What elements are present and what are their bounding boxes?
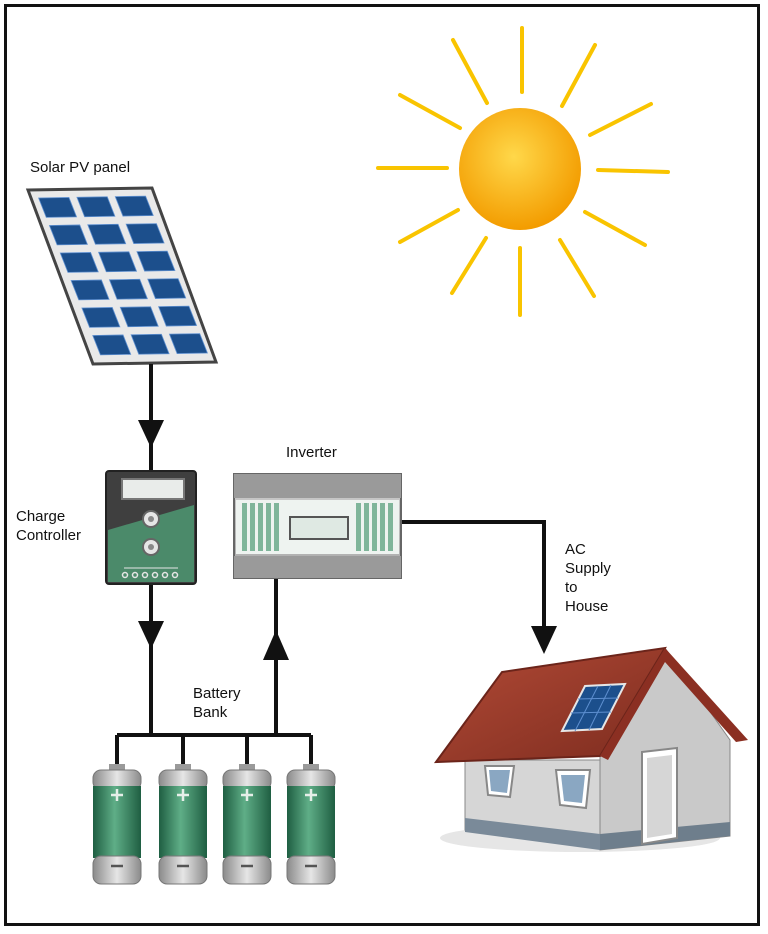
inverter-stripe xyxy=(242,503,247,551)
solar-cell xyxy=(158,305,198,327)
battery-icon xyxy=(286,764,336,885)
inverter-label: Inverter xyxy=(286,444,337,461)
battery-icon xyxy=(222,764,272,885)
inverter-stripe xyxy=(266,503,271,551)
inverter-icon xyxy=(233,473,402,579)
inverter-stripe xyxy=(250,503,255,551)
solar-cell xyxy=(98,251,138,273)
solar-cell xyxy=(136,250,176,272)
inverter-stripe xyxy=(356,503,361,551)
solar-cell xyxy=(168,333,208,354)
solar-cell xyxy=(81,307,121,328)
solar-panel-icon xyxy=(25,186,219,366)
inverter-stripe xyxy=(274,503,279,551)
battery-icon xyxy=(158,764,208,885)
inverter-stripe xyxy=(388,503,393,551)
solar-cell xyxy=(38,197,78,218)
solar-cell xyxy=(125,223,165,244)
inverter-stripe xyxy=(258,503,263,551)
battery-bank-label: Battery Bank xyxy=(193,685,241,721)
solar-cell xyxy=(147,278,187,299)
solar-panel-label: Solar PV panel xyxy=(30,159,131,176)
solar-cell xyxy=(70,279,110,301)
solar-cell xyxy=(92,334,132,356)
battery-icon xyxy=(92,764,142,885)
house-icon xyxy=(433,646,748,852)
charge-controller-icon xyxy=(105,470,197,585)
solar-cell xyxy=(76,196,116,218)
charge-controller-label: Charge Controller xyxy=(16,508,82,544)
solar-cell xyxy=(108,278,148,300)
battery-bank xyxy=(92,764,336,885)
solar-cell xyxy=(87,223,127,245)
ac-supply-label: AC Supply to House xyxy=(565,541,611,615)
solar-cell xyxy=(130,333,170,355)
solar-cell xyxy=(48,224,88,246)
inverter-stripe xyxy=(372,503,377,551)
inverter-stripe xyxy=(380,503,385,551)
solar-cell xyxy=(59,252,99,273)
arrow-icon xyxy=(138,420,557,660)
solar-cell xyxy=(119,306,159,328)
solar-cell xyxy=(114,195,154,217)
sun-icon xyxy=(376,26,670,317)
inverter-stripe xyxy=(364,503,369,551)
